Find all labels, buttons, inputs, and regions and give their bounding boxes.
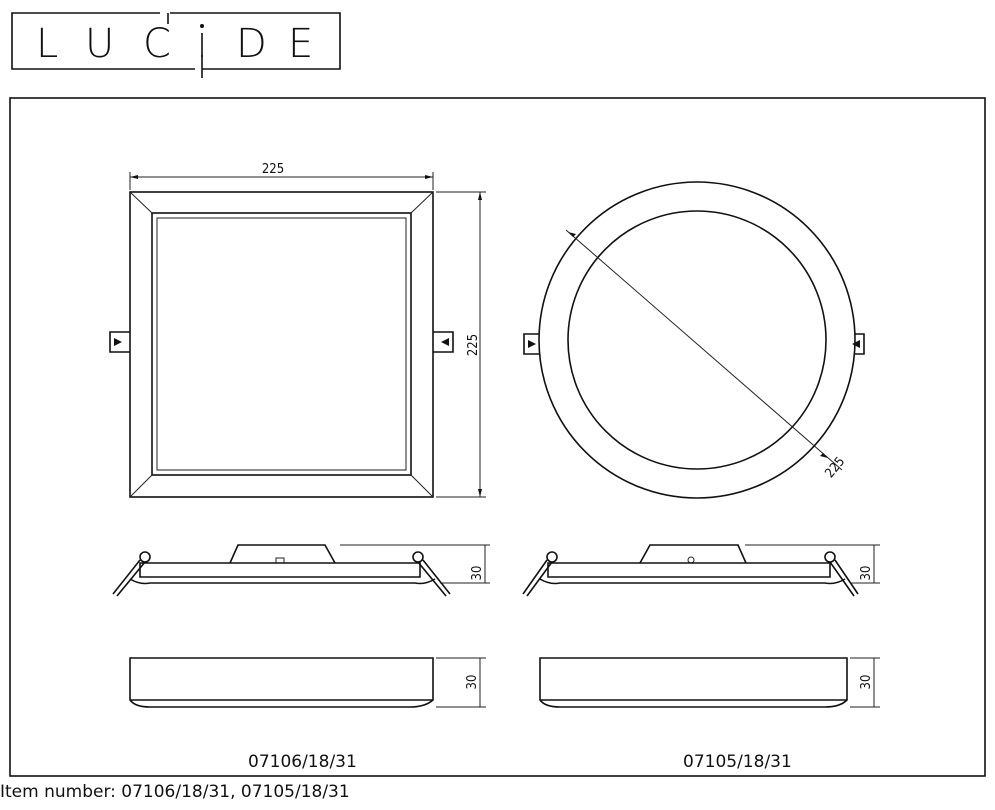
square-side-height-dimension: 30 bbox=[470, 566, 485, 581]
logo-letter-d: D bbox=[236, 21, 267, 67]
square-item-label: 07106/18/31 bbox=[248, 752, 357, 772]
logo-letter-c: C bbox=[143, 21, 171, 67]
logo-letter-u: U bbox=[85, 21, 114, 67]
drawing-frame bbox=[9, 97, 986, 777]
round-diameter-dimension: 225 bbox=[822, 454, 848, 481]
logo-letter-l: L bbox=[36, 21, 58, 67]
round-top-view: 225 bbox=[523, 181, 865, 499]
logo-letter-e: E bbox=[288, 21, 313, 67]
square-top-view: 225 225 bbox=[109, 162, 486, 498]
round-item-label: 07105/18/31 bbox=[683, 752, 792, 772]
round-front-height-dimension: 30 bbox=[859, 675, 874, 690]
square-front-view: 30 bbox=[129, 657, 486, 708]
round-side-height-dimension: 30 bbox=[859, 566, 874, 581]
square-front-height-dimension: 30 bbox=[465, 675, 480, 690]
square-height-dimension: 225 bbox=[466, 334, 481, 356]
square-width-dimension: 225 bbox=[262, 162, 284, 177]
square-side-view: 30 bbox=[112, 544, 490, 597]
lucide-logo: L U C D E bbox=[11, 12, 341, 78]
round-side-view: 30 bbox=[522, 544, 880, 597]
item-number-footer: Item number: 07106/18/31, 07105/18/31 bbox=[0, 782, 350, 802]
round-front-view: 30 bbox=[539, 657, 880, 708]
